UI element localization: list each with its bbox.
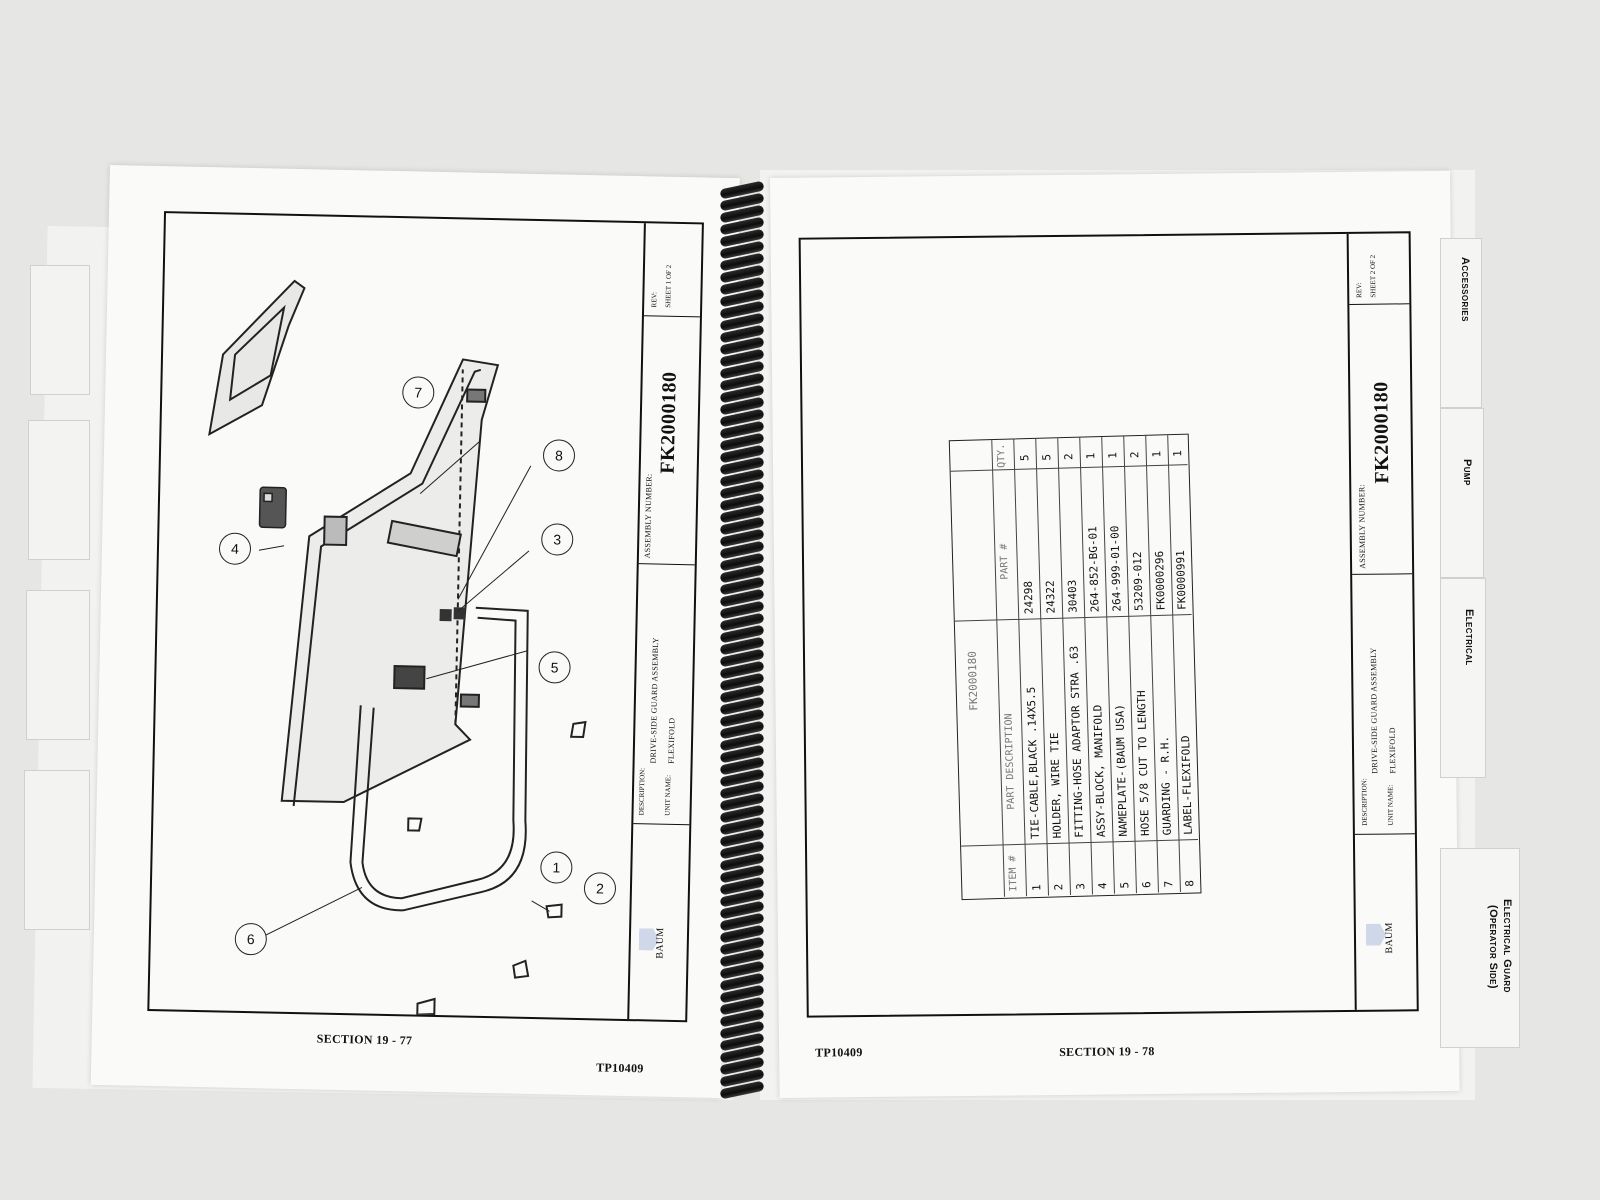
row-item: 1 — [1030, 884, 1044, 892]
manifold-block-part — [258, 486, 287, 529]
row-qty: 2 — [1062, 453, 1076, 461]
unit-name-value: FLEXIFOLD — [1387, 727, 1398, 774]
rev-label: REV: — [1355, 282, 1364, 298]
left-tab[interactable] — [28, 420, 90, 560]
row-qty: 1 — [1084, 452, 1098, 460]
drawing-frame: 7 8 3 4 5 1 2 6 REV: SHEET 1 OF 2 FK2000… — [147, 211, 704, 1023]
index-tabs: Accessories Pump Electrical Electrical G… — [1440, 178, 1560, 1078]
unit-name-label: UNIT NAME: — [1386, 784, 1395, 826]
row-part: 53209-012 — [1130, 551, 1146, 612]
row-item: 8 — [1183, 879, 1197, 887]
left-page: 7 8 3 4 5 1 2 6 REV: SHEET 1 OF 2 FK2000… — [90, 165, 740, 1098]
assembly-number: FK2000180 — [1370, 381, 1394, 484]
row-qty: 1 — [1106, 451, 1120, 459]
assembly-number-label: ASSEMBLY NUMBER: — [642, 473, 654, 559]
row-item: 2 — [1052, 883, 1066, 891]
row-item: 6 — [1140, 881, 1154, 889]
left-tab[interactable] — [24, 770, 90, 930]
logo-text: BAUM — [1383, 922, 1396, 954]
row-qty: 5 — [1018, 454, 1032, 462]
top-bracket-part — [208, 279, 306, 437]
description-label: DESCRIPTION: — [1360, 778, 1369, 826]
title-block-divider — [638, 563, 695, 566]
tab-label-sub: (Operator Side) — [1487, 905, 1499, 989]
title-block: REV: SHEET 2 OF 2 FK2000180 ASSEMBLY NUM… — [1346, 233, 1417, 1010]
spiral-binding — [716, 180, 766, 1100]
hose-part — [349, 606, 529, 912]
left-tab[interactable] — [30, 265, 90, 395]
tab-label: Electrical Guard — [1501, 899, 1513, 993]
row-part: 264-852-BG-01 — [1086, 526, 1102, 613]
right-page: FK2000180 QTY. PART # PART DESCRIPTION I… — [770, 170, 1460, 1098]
tab-electrical-guard[interactable]: Electrical Guard (Operator Side) — [1440, 848, 1520, 1048]
sheet-number: SHEET 1 OF 2 — [664, 264, 674, 308]
tab-label: Accessories — [1459, 257, 1471, 322]
doc-code: TP10409 — [815, 1045, 863, 1060]
row-part: FK0000296 — [1152, 550, 1168, 611]
row-part: FK0000991 — [1173, 550, 1189, 611]
header-part: PART # — [998, 543, 1011, 580]
tab-accessories[interactable]: Accessories — [1440, 238, 1482, 408]
row-description: LABEL-FLEXIFOLD — [1179, 735, 1195, 835]
wire-tie-holders — [407, 720, 587, 1016]
parts-list-table: FK2000180 QTY. PART # PART DESCRIPTION I… — [948, 433, 1202, 901]
row-part: 24298 — [1021, 580, 1036, 615]
row-qty: 1 — [1150, 450, 1164, 458]
title-block-divider — [1349, 303, 1410, 305]
exploded-assembly-drawing — [208, 279, 587, 1016]
header-qty: QTY. — [995, 443, 1008, 468]
logo-text: BAUM — [654, 927, 667, 959]
table-title: FK2000180 — [965, 650, 981, 711]
tab-electrical[interactable]: Electrical — [1440, 578, 1486, 778]
doc-code: TP10409 — [596, 1060, 644, 1076]
row-part: 24322 — [1043, 580, 1058, 614]
left-tab[interactable] — [26, 590, 90, 740]
row-qty: 2 — [1128, 451, 1142, 459]
unit-name-value: FLEXIFOLD — [666, 717, 677, 764]
description-value: DRIVE-SIDE GUARD ASSEMBLY — [648, 637, 661, 764]
row-item: 3 — [1074, 882, 1088, 890]
section-label: SECTION 19 - 77 — [316, 1031, 413, 1048]
header-item: ITEM # — [1007, 855, 1020, 892]
table-grid — [950, 435, 1199, 897]
row-qty: 1 — [1171, 450, 1185, 458]
row-item: 5 — [1118, 881, 1132, 889]
assembly-number-label: ASSEMBLY NUMBER: — [1357, 483, 1368, 569]
main-guard-panel — [280, 358, 500, 807]
tab-label: Electrical — [1463, 609, 1475, 666]
row-qty: 5 — [1040, 453, 1054, 461]
tab-label: Pump — [1461, 459, 1473, 486]
title-block-divider — [1352, 573, 1413, 575]
unit-name-label: UNIT NAME: — [663, 774, 673, 816]
title-block-divider — [643, 315, 700, 318]
description-label: DESCRIPTION: — [637, 767, 647, 816]
row-item: 7 — [1162, 880, 1176, 888]
section-label: SECTION 19 - 78 — [1059, 1044, 1155, 1060]
title-block-divider — [1354, 833, 1415, 835]
assembly-number: FK2000180 — [656, 371, 681, 474]
description-value: DRIVE-SIDE GUARD ASSEMBLY — [1368, 647, 1380, 774]
row-item: 4 — [1096, 882, 1110, 890]
drawing-frame: FK2000180 QTY. PART # PART DESCRIPTION I… — [798, 231, 1419, 1018]
row-part: 30403 — [1065, 579, 1080, 614]
tab-pump[interactable]: Pump — [1440, 408, 1484, 578]
title-block-divider — [633, 823, 690, 826]
row-description: GUARDING - R.H. — [1158, 735, 1174, 836]
fitting-part — [439, 607, 466, 622]
rev-label: REV: — [650, 291, 659, 308]
sheet-number: SHEET 2 OF 2 — [1368, 254, 1378, 298]
row-part: 264-999-01-00 — [1108, 525, 1124, 612]
